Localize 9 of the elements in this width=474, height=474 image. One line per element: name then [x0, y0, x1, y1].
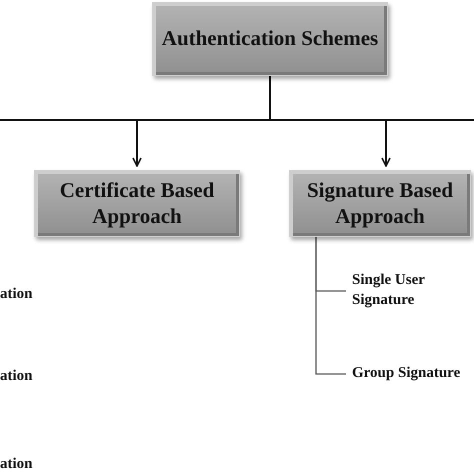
category-box: Signature Based Approach	[289, 170, 471, 237]
category-box: Authentication Schemes	[152, 2, 388, 76]
truncated-text: ation	[0, 368, 33, 385]
category-box: Certificate Based Approach	[34, 170, 240, 237]
subcategory-text: Single User Signature	[352, 271, 462, 311]
truncated-text: ation	[0, 456, 33, 473]
subcategory-text: Group Signature	[352, 364, 472, 384]
truncated-text: ation	[0, 286, 33, 303]
connector-arrow	[269, 76, 391, 167]
